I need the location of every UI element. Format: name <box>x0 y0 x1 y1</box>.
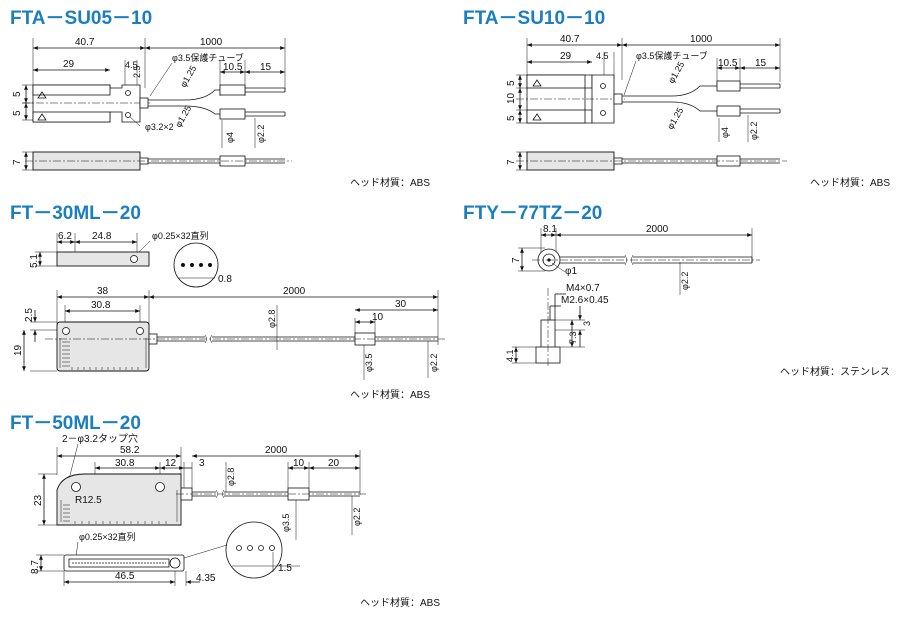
dim-label: 19 <box>13 344 24 356</box>
dim-label: 5 <box>506 115 517 121</box>
section-title: FTA－SU05－10 <box>10 8 152 29</box>
dim-label: 2.5 <box>132 65 142 78</box>
callout-label: φ2.2 <box>429 354 439 372</box>
dim-label: 5 <box>506 80 517 86</box>
dim-label: 15 <box>260 62 272 73</box>
section-title: FT－30ML－20 <box>10 203 141 224</box>
dim-label: 30.8 <box>91 300 111 311</box>
array-label: φ0.25×32直列 <box>79 531 136 542</box>
dim-label: 5 <box>12 110 23 116</box>
dim-label: 10.5 <box>718 58 738 69</box>
callout-label: φ1.25 <box>665 106 685 131</box>
dim-label: 29 <box>560 51 572 62</box>
dim-label: 58.2 <box>120 445 140 456</box>
dim-label: 12 <box>165 458 177 469</box>
callout-label: φ1.25 <box>178 64 198 89</box>
dim-label: 2000 <box>646 224 669 235</box>
dim-label: 4.1 <box>505 349 515 362</box>
dim-label: 2000 <box>283 286 306 297</box>
section-fty-77tz-20: FTY－77TZ－20 8.1 2000 7 φ1 φ2.2 M4×0.7 M2… <box>463 203 890 378</box>
tube-label: φ3.5保護チューブ <box>636 50 708 61</box>
callout-label: φ4 <box>720 127 730 138</box>
callout-label: φ1.25 <box>173 104 193 129</box>
dim-label: 38 <box>97 286 109 297</box>
dim-label: 4.35 <box>196 573 216 584</box>
dim-label: 30 <box>395 299 407 310</box>
dim-label: 1.5 <box>278 563 292 574</box>
dim-label: 10.5 <box>223 62 243 73</box>
dim-label: M4×0.7 <box>566 283 600 294</box>
callout-label: φ2.2 <box>749 122 759 140</box>
material-note: ヘッド材質：ステンレス <box>780 365 890 378</box>
radius-label: R12.5 <box>75 495 102 506</box>
dim-label: 10 <box>372 312 384 323</box>
dim-label: 8.1 <box>543 224 557 235</box>
callout-label: φ2.8 <box>226 468 236 486</box>
section-fta-su10-10: FTA－SU10－10 40.7 1000 29 4.5 10.5 15 φ3.… <box>463 8 890 189</box>
material-note: ヘッド材質：ABS <box>360 596 440 609</box>
dim-label: 10 <box>506 92 517 104</box>
dim-label: 15 <box>755 58 767 69</box>
dim-label: 3 <box>199 458 205 469</box>
fin-pattern <box>60 490 178 524</box>
callout-label: φ2.2 <box>680 272 690 290</box>
dim-label: 20 <box>328 458 340 469</box>
callout-label: φ2.2 <box>352 508 362 526</box>
callout-label: φ2.8 <box>267 310 277 328</box>
material-note: ヘッド材質：ABS <box>810 176 890 189</box>
dim-label: 24.8 <box>92 231 112 242</box>
dim-label: 5 <box>12 91 23 97</box>
dim-label: 6.2 <box>58 231 72 242</box>
tap-label: 2－φ3.2タップ穴 <box>62 432 138 445</box>
section-title: FTY－77TZ－20 <box>463 203 602 224</box>
dim-label: 3 <box>582 321 592 326</box>
tube-label: φ3.5保護チューブ <box>172 52 244 63</box>
dim-label: 30.8 <box>115 458 135 469</box>
dim-label: 29 <box>63 59 75 70</box>
callout-label: φ1.25 <box>666 60 686 85</box>
dim-label: 4.5 <box>125 60 138 70</box>
dim-label: 4.5 <box>596 51 609 61</box>
dim-label: 46.5 <box>115 571 135 582</box>
array-label: φ0.25×32直列 <box>152 230 209 241</box>
material-note: ヘッド材質：ABS <box>350 176 430 189</box>
section-title: FT－50ML－20 <box>10 413 141 434</box>
dim-label: 5.1 <box>29 254 40 268</box>
dim-label: 2000 <box>265 445 288 456</box>
callout-label: φ1 <box>565 266 577 277</box>
dim-label: 1000 <box>200 37 223 48</box>
dim-label: 40.7 <box>560 34 580 45</box>
dim-label: 2.5 <box>24 308 35 322</box>
section-fta-su05-10: FTA－SU05－10 40.7 1000 29 4.5 2.5 10.5 15… <box>10 8 430 189</box>
dim-label: M2.6×0.45 <box>561 295 609 306</box>
dim-label: 7.3 <box>568 331 578 344</box>
dim-label: 0.8 <box>218 274 232 285</box>
fin-pattern <box>59 338 147 370</box>
callout-label: φ3.2×2 <box>145 122 174 132</box>
dim-label: 23 <box>33 494 44 506</box>
callout-label: φ4 <box>225 132 235 143</box>
dim-label: 10 <box>293 458 305 469</box>
callout-label: φ3.5 <box>281 514 291 532</box>
callout-label: φ2.2 <box>256 125 266 143</box>
section-ft-50ml-20: FT－50ML－20 2－φ3.2タップ穴 58.2 30.8 12 3 200… <box>10 413 440 609</box>
dim-label: 1000 <box>690 34 713 45</box>
dim-label: 8.7 <box>30 560 41 574</box>
dim-label: 7 <box>511 257 522 263</box>
section-title: FTA－SU10－10 <box>463 8 605 29</box>
callout-label: φ3.5 <box>364 354 374 372</box>
dim-label: 7 <box>12 159 23 165</box>
section-ft-30ml-20: FT－30ML－20 6.2 24.8 φ0.25×32直列 5.1 0.8 3… <box>10 203 445 401</box>
dim-label: 40.7 <box>75 37 95 48</box>
material-note: ヘッド材質：ABS <box>350 388 430 401</box>
dim-label: 7 <box>506 159 517 165</box>
